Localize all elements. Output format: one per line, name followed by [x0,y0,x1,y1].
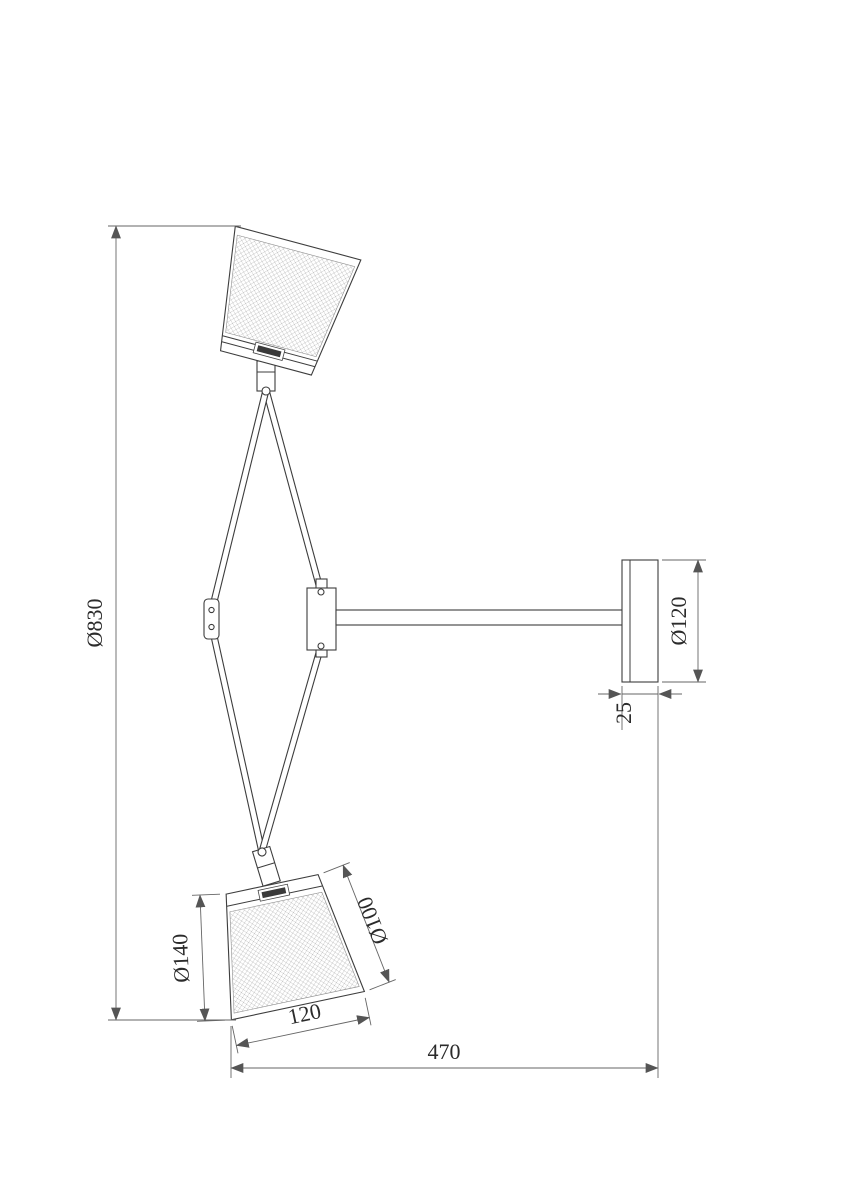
dimension-line [235,1015,371,1048]
wall-plate [621,559,659,683]
extension-line [231,1025,239,1054]
dim-label-wall-plate-diameter: Ø120 [666,597,691,646]
pivot-knob [261,386,271,396]
pivot-screw [317,588,325,596]
top-shade [219,225,362,376]
pivot-screw [317,642,325,650]
dim-label-wall-extension: 470 [428,1039,461,1064]
pivot-knob [257,847,267,857]
extension-line [323,862,350,874]
dim-wall-plate-diameter: Ø120 [662,559,706,683]
arm-upper-left [208,388,270,612]
dim-overall-height: Ø830 [82,225,241,1021]
dim-label-shade-top-diameter: Ø100 [351,893,392,948]
pivot-screw [208,606,215,614]
arm-lower-right [258,644,325,855]
pivot-screw [208,623,215,631]
wall-plate-body [621,559,659,683]
dim-label-shade-height: 120 [286,998,323,1029]
top-shade-neck [256,360,276,396]
lamp-fixture [203,225,659,1021]
brand-tag-print [261,887,287,899]
dim-label-wall-plate-depth: 25 [611,702,636,724]
extension-line [191,893,221,896]
shade-mesh-texture [229,891,360,1014]
shade-mesh-texture [225,234,356,358]
dim-wall-extension: 470 [230,1026,659,1078]
dim-wall-plate-depth: 25 [598,686,682,1078]
dim-label-overall-height: Ø830 [82,599,107,648]
dim-label-shade-bottom-diameter: Ø140 [167,933,194,983]
dimensions: Ø830 Ø120 25 Ø100 [82,225,706,1078]
arm-upper-right [262,388,325,594]
left-pivot-joint [203,598,220,640]
brand-tag-print [256,345,282,358]
extension-line [369,979,396,991]
dimension-line [195,894,210,1022]
bottom-shade [225,873,366,1021]
scissor-arms [208,388,325,855]
mounting-rod [335,609,624,626]
bottom-shade-neck [251,845,281,887]
neck-seam [257,862,275,869]
central-hub [306,578,337,658]
dim-shade-bottom-diameter: Ø140 [167,893,226,1022]
arm-lower-left [208,625,266,854]
extension-line [364,997,372,1026]
dimension-line [342,864,390,983]
hub-body [306,587,337,651]
joint-body [203,598,220,640]
